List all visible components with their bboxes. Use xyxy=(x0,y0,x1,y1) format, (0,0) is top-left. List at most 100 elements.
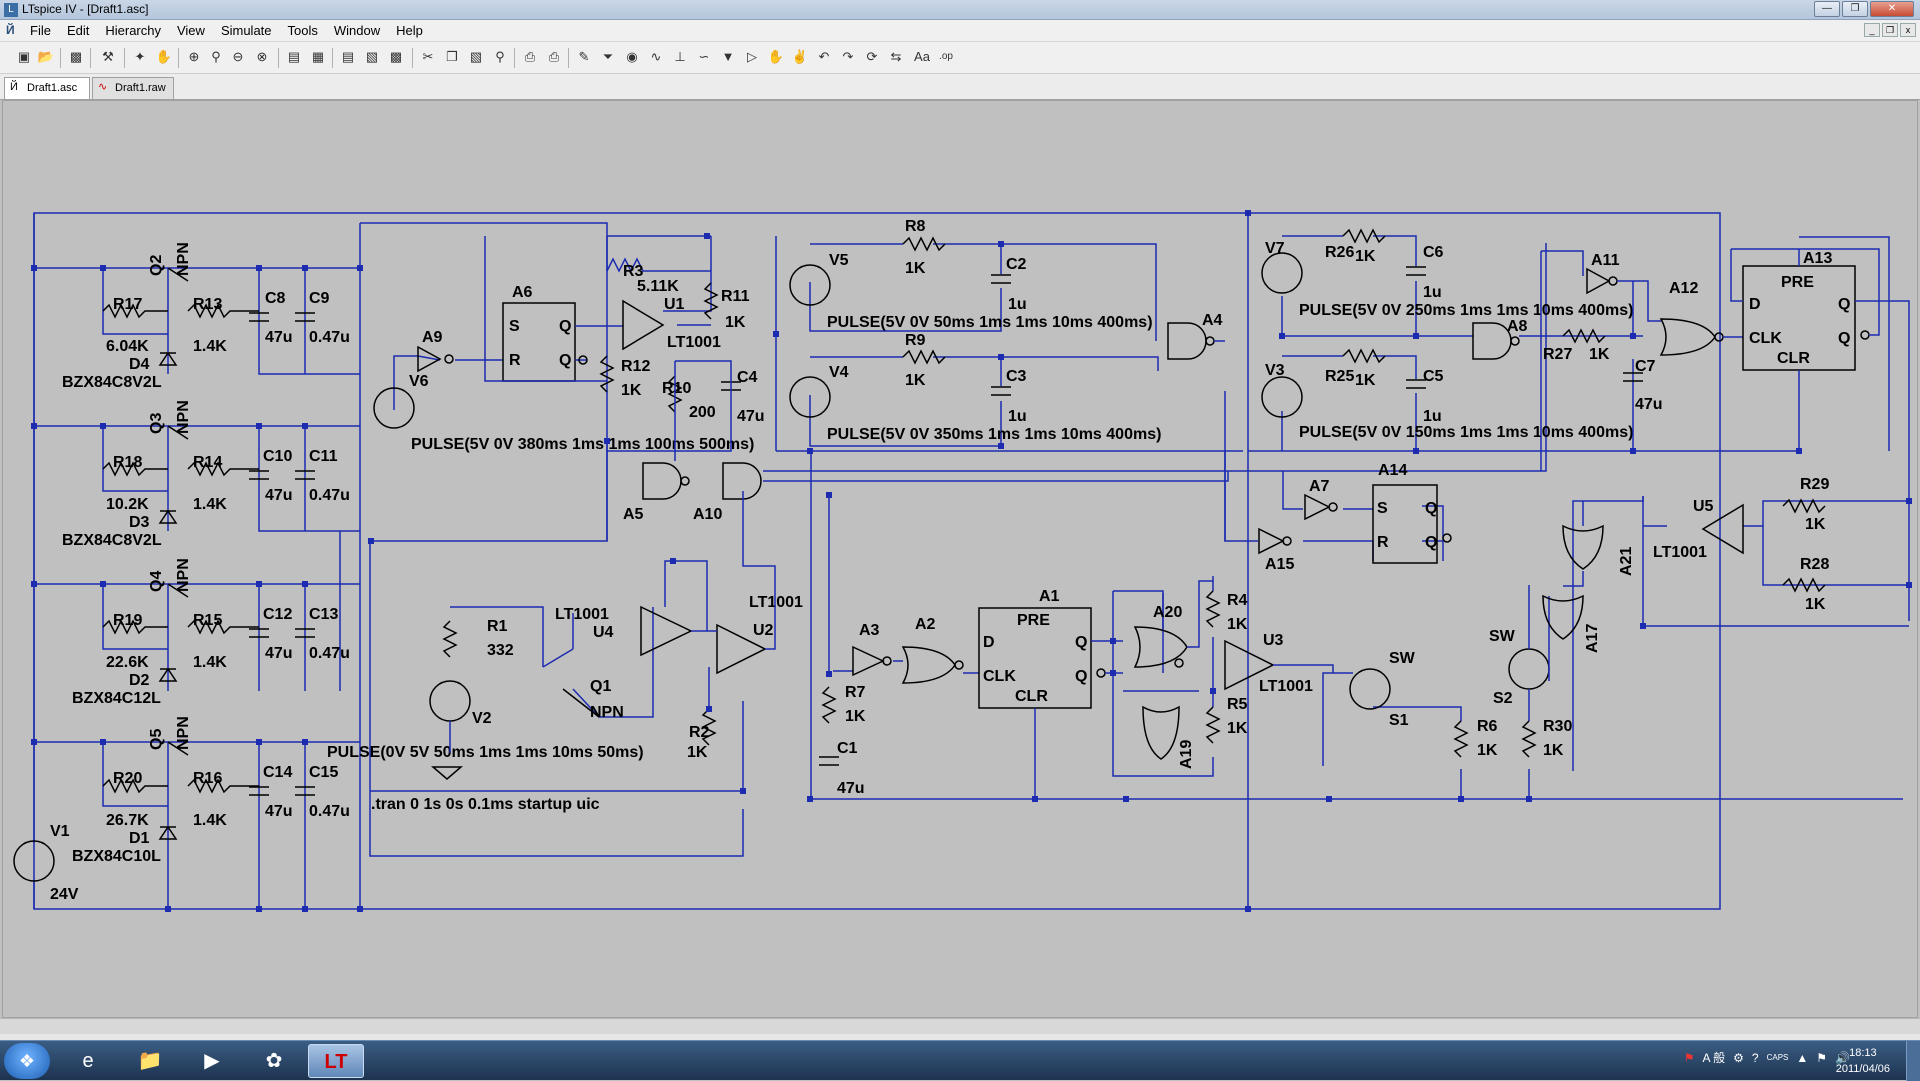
print-preview-icon[interactable]: ⎙ xyxy=(548,49,560,64)
label-Q3-npn: NPN xyxy=(175,400,192,434)
label-icon[interactable]: ◉ xyxy=(626,49,638,64)
start-button[interactable]: ❖ xyxy=(4,1043,50,1079)
close-all-icon[interactable]: ▧ xyxy=(365,49,379,64)
label-Q4: Q4 xyxy=(148,571,165,592)
doc-restore-button[interactable]: ❐ xyxy=(1882,23,1898,37)
ltspice-app-icon[interactable]: L xyxy=(4,3,18,17)
rotate-icon[interactable]: ⟳ xyxy=(866,49,878,64)
ime-indicator[interactable]: A 般 xyxy=(1702,1051,1726,1065)
wire-icon[interactable]: ✎ xyxy=(578,49,590,64)
tab-draft1-asc[interactable]: Й Draft1.asc xyxy=(4,77,90,99)
label-A13-CLR: CLR xyxy=(1777,350,1810,367)
label-C3: C3 xyxy=(1006,368,1027,385)
app-button[interactable]: ✿ xyxy=(246,1044,302,1078)
volume-icon[interactable]: 🔊 xyxy=(1835,1050,1850,1065)
menu-hierarchy[interactable]: Hierarchy xyxy=(105,23,161,38)
halt-icon[interactable]: ✋ xyxy=(155,49,173,64)
new-schematic-icon[interactable]: ▣ xyxy=(17,49,31,64)
label-C10-value: 47u xyxy=(265,487,293,504)
open-icon[interactable]: 📂 xyxy=(37,49,55,64)
label-Q2-npn: NPN xyxy=(175,242,192,276)
ltspice-button[interactable]: LT xyxy=(308,1044,364,1078)
label-A7: A7 xyxy=(1309,478,1330,495)
menu-file[interactable]: File xyxy=(30,23,51,38)
paste-icon[interactable]: ▧ xyxy=(469,49,483,64)
autorange-icon[interactable]: ▤ xyxy=(287,49,301,64)
drag-icon[interactable]: ✌ xyxy=(791,49,809,64)
label-C9-value: 0.47u xyxy=(309,329,350,346)
control-panel-icon[interactable]: ⚒ xyxy=(102,49,114,64)
cut-icon[interactable]: ✂ xyxy=(422,49,434,64)
zoom-in-icon[interactable]: ⊕ xyxy=(188,49,200,64)
schematic-drawing[interactable]: V1 24V Q2 NPN Q3 NPN Q4 NPN Q5 NPN R17 6… xyxy=(3,101,1919,1019)
label-U2-part: LT1001 xyxy=(749,594,803,611)
label-Q5: Q5 xyxy=(148,729,165,750)
media-player-button[interactable]: ▶ xyxy=(184,1044,240,1078)
label-V3-pulse: PULSE(5V 0V 150ms 1ms 1ms 10ms 400ms) xyxy=(1299,424,1633,441)
doc-minimize-button[interactable]: _ xyxy=(1864,23,1880,37)
flag-icon[interactable]: ⚑ xyxy=(1683,1050,1695,1065)
maximize-button[interactable]: ❐ xyxy=(1842,1,1868,17)
inductor-icon[interactable]: ∽ xyxy=(698,49,710,64)
ground-icon[interactable]: ⏷ xyxy=(602,49,614,64)
redo-icon[interactable]: ↷ xyxy=(842,49,854,64)
spice-directive[interactable]: .tran 0 1s 0s 0.1ms startup uic xyxy=(371,796,600,813)
menu-view[interactable]: View xyxy=(176,23,205,38)
print-icon[interactable]: ⎙ xyxy=(524,49,536,64)
cascade-icon[interactable]: ▤ xyxy=(341,49,355,64)
capacitor-icon[interactable]: ⊥ xyxy=(674,49,686,64)
text-icon[interactable]: Aa xyxy=(914,49,930,64)
menu-simulate[interactable]: Simulate xyxy=(220,23,272,38)
resistor-icon[interactable]: ∿ xyxy=(650,49,662,64)
close-button[interactable]: ✕ xyxy=(1870,1,1914,17)
menu-edit[interactable]: Edit xyxy=(66,23,90,38)
mirror-icon[interactable]: ⇆ xyxy=(890,49,902,64)
show-desktop-button[interactable] xyxy=(1906,1041,1920,1081)
menu-help[interactable]: Help xyxy=(396,23,423,38)
spice-directive-icon[interactable]: .op xyxy=(939,51,953,62)
document-menu-icon[interactable]: Й xyxy=(6,23,15,37)
copy-icon[interactable]: ❐ xyxy=(446,49,458,64)
clock[interactable]: 18:13 2011/04/06 xyxy=(1836,1045,1890,1077)
label-R8-value: 1K xyxy=(905,260,926,277)
horizontal-scrollbar[interactable] xyxy=(0,1018,1920,1034)
schematic-canvas[interactable]: V1 24V Q2 NPN Q3 NPN Q4 NPN Q5 NPN R17 6… xyxy=(2,100,1918,1018)
label-A20: A20 xyxy=(1153,604,1182,621)
menu-tools[interactable]: Tools xyxy=(287,23,318,38)
doc-close-button[interactable]: x xyxy=(1900,23,1916,37)
label-R11: R11 xyxy=(721,288,750,305)
label-R10: R10 xyxy=(662,380,691,397)
run-icon[interactable]: ✦ xyxy=(134,49,146,64)
move-icon[interactable]: ✋ xyxy=(767,49,785,64)
explorer-button[interactable]: 📁 xyxy=(122,1044,178,1078)
show-hidden-icon[interactable]: ▲ xyxy=(1796,1050,1809,1065)
minimize-button[interactable]: — xyxy=(1814,1,1840,17)
save-icon[interactable]: ▩ xyxy=(69,49,83,64)
menu-window[interactable]: Window xyxy=(333,23,381,38)
ie-button[interactable]: e xyxy=(60,1044,116,1078)
diode-icon[interactable]: ▼ xyxy=(721,49,735,64)
tile-icon[interactable]: ▦ xyxy=(311,49,325,64)
label-R7: R7 xyxy=(845,684,866,701)
zoom-area-icon[interactable]: ⚲ xyxy=(211,49,221,64)
label-A13: A13 xyxy=(1803,250,1832,267)
label-R10-value: 200 xyxy=(689,404,716,421)
action-center-icon[interactable]: ⚑ xyxy=(1816,1050,1828,1065)
label-R5-value: 1K xyxy=(1227,720,1248,737)
zoom-fit-icon[interactable]: ⊗ xyxy=(256,49,268,64)
label-R11-value: 1K xyxy=(725,314,746,331)
find-icon[interactable]: ⚲ xyxy=(495,49,505,64)
label-D3-part: BZX84C8V2L xyxy=(62,532,162,549)
label-R4: R4 xyxy=(1227,592,1248,609)
tab-draft1-raw[interactable]: ∿ Draft1.raw xyxy=(92,77,174,99)
ime-tools-icon[interactable]: ⚙ xyxy=(1733,1050,1744,1065)
label-V3: V3 xyxy=(1265,362,1285,379)
zoom-out-icon[interactable]: ⊖ xyxy=(232,49,244,64)
tile-windows-icon[interactable]: ▩ xyxy=(389,49,403,64)
component-icon[interactable]: ▷ xyxy=(747,49,757,64)
undo-icon[interactable]: ↶ xyxy=(818,49,830,64)
label-C9: C9 xyxy=(309,290,330,307)
label-R5: R5 xyxy=(1227,696,1248,713)
label-U3-part: LT1001 xyxy=(1259,678,1313,695)
help-icon[interactable]: ? xyxy=(1751,1050,1759,1065)
